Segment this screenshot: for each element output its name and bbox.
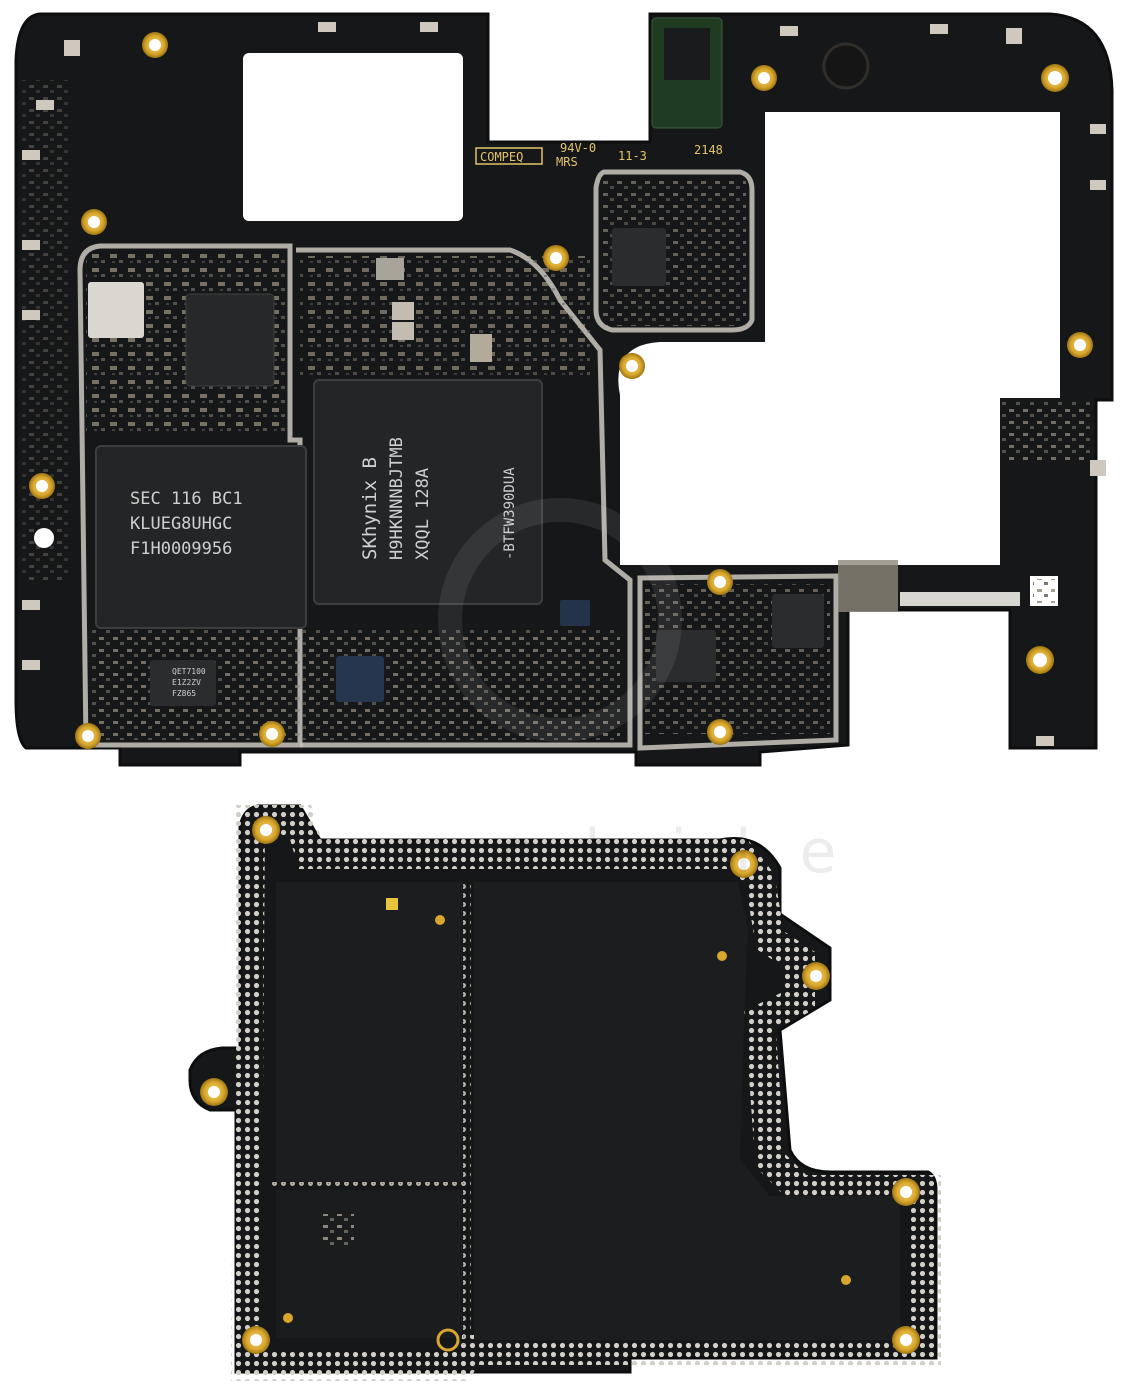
upper-right-ic	[612, 228, 666, 286]
mounting-hole-icon	[1067, 332, 1093, 358]
gold-dot	[717, 951, 727, 961]
pmic-chip	[185, 293, 275, 387]
mounting-hole-icon	[802, 962, 830, 990]
right-cutout	[618, 112, 1060, 565]
silk-mrs: MRS	[556, 155, 578, 169]
inductor-pad-3	[392, 322, 414, 340]
hynix-chip-line4: -BTFW390DUA	[502, 467, 518, 560]
mounting-hole-icon	[259, 721, 285, 747]
mounting-hole-icon	[707, 719, 733, 745]
silk-maker: COMPEQ	[480, 150, 523, 164]
silk-code: 11-3	[618, 149, 647, 163]
mounting-hole-icon	[892, 1178, 920, 1206]
mounting-holes-top	[29, 32, 1093, 749]
copper-pad	[838, 560, 898, 612]
gold-dot	[436, 1328, 460, 1352]
watermark-logo	[438, 498, 682, 742]
mounting-hole-icon	[619, 353, 645, 379]
qfn-ic	[656, 630, 716, 682]
gold-dot	[841, 1275, 851, 1285]
samsung-chip-line1: SEC 116 BC1	[130, 489, 243, 509]
mounting-hole-icon	[81, 209, 107, 235]
mounting-hole-icon	[707, 569, 733, 595]
inner-pad-left-top	[276, 882, 462, 1182]
mounting-hole-icon	[751, 65, 777, 91]
blue-chip-small	[560, 600, 590, 626]
shield-upper-right	[593, 169, 755, 333]
qet-chip	[150, 660, 216, 706]
shielded-module	[88, 282, 144, 338]
datamatrix-icon	[1030, 576, 1058, 606]
silkscreen-block: COMPEQ 94V-0 MRS 11-3 2148	[475, 141, 723, 169]
hynix-ram-chip	[313, 379, 543, 605]
screw-pad-icon	[22, 660, 40, 670]
screw-pad-icon	[22, 150, 40, 160]
mounting-hole-icon	[200, 1078, 228, 1106]
watermark-text: iamobile	[244, 817, 885, 887]
camera-cutout-top	[243, 53, 463, 221]
gold-square-pad	[386, 898, 398, 910]
smd-area-right-column	[1000, 400, 1090, 460]
blue-chip	[336, 656, 384, 702]
screw-pad-icon	[930, 24, 948, 34]
screw-pad-icon	[1090, 180, 1106, 190]
screw-pad-icon	[36, 100, 54, 110]
inductor-pad-2	[392, 302, 414, 320]
screw-pad-icon	[780, 26, 798, 36]
hynix-chip-line2: H9HKNNNBJTMB	[387, 437, 407, 560]
hynix-chip-line1: SKhynix B	[359, 457, 381, 560]
bottom-datamatrix	[322, 1214, 354, 1248]
screw-pad-icon	[64, 40, 80, 56]
shield-left	[77, 243, 303, 748]
mounting-hole-icon	[29, 473, 55, 499]
lower-right-ic	[772, 594, 824, 648]
screw-pad-icon	[1090, 460, 1106, 476]
inner-pad-right	[474, 882, 900, 1340]
silk-date: 2148	[694, 143, 723, 157]
white-hole	[34, 528, 54, 548]
qet-line2: E1Z2ZV	[172, 678, 201, 687]
mounting-hole-icon	[1041, 64, 1069, 92]
tab-pad	[900, 592, 1020, 606]
screw-pad-icon	[1036, 736, 1054, 746]
compeq-label-box	[475, 147, 543, 165]
samsung-chip-line2: KLUEG8UHGC	[130, 514, 232, 534]
samsung-ufs-chip	[95, 445, 307, 629]
screw-pad-icon	[22, 600, 40, 610]
microphone-icon	[822, 42, 870, 90]
gold-dot	[283, 1313, 293, 1323]
screw-pads	[22, 22, 1106, 746]
mounting-hole-icon	[730, 850, 758, 878]
shield-lower-right	[637, 573, 839, 751]
gold-dot	[435, 915, 445, 925]
smd-area-center	[300, 256, 590, 376]
qet-line3: FZ865	[172, 689, 196, 698]
mounting-hole-icon	[252, 816, 280, 844]
inner-pad-left-bottom	[276, 1190, 462, 1338]
via-frame	[230, 805, 941, 1381]
mounting-hole-icon	[543, 245, 569, 271]
screw-pad-icon	[22, 310, 40, 320]
screw-pad-icon	[318, 22, 336, 32]
top-board: SEC 116 BC1 KLUEG8UHGC F1H0009956 SKhyni…	[14, 12, 1114, 767]
screw-pad-icon	[1090, 124, 1106, 134]
bottom-board	[188, 804, 941, 1381]
inductor-pad-4	[470, 334, 492, 362]
hynix-chip-line3: XQQL 128A	[413, 468, 433, 560]
mounting-hole-icon	[75, 723, 101, 749]
mounting-hole-icon	[242, 1326, 270, 1354]
mounting-hole-icon	[1026, 646, 1054, 674]
samsung-chip-line3: F1H0009956	[130, 539, 232, 559]
inductor-pad	[376, 258, 404, 280]
silk-rating: 94V-0	[560, 141, 596, 155]
mounting-holes-bottom	[200, 816, 920, 1354]
screw-pad-icon	[22, 240, 40, 250]
screw-pad-icon	[420, 22, 438, 32]
sensor-window	[664, 28, 710, 80]
screw-pad-icon	[1006, 28, 1022, 44]
qet-line1: QET7100	[172, 667, 206, 676]
mounting-hole-icon	[892, 1326, 920, 1354]
mounting-hole-icon	[142, 32, 168, 58]
